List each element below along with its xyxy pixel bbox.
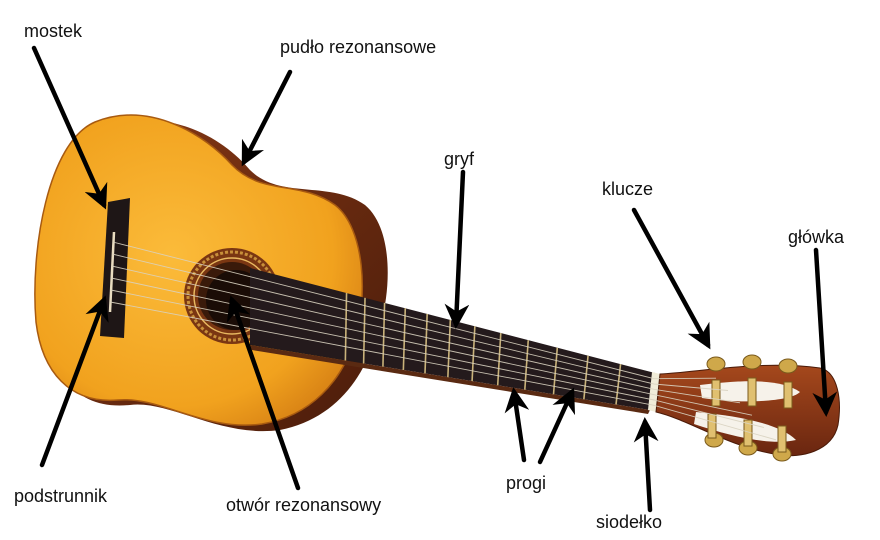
arrow-body xyxy=(244,72,290,162)
label-tuners: klucze xyxy=(602,180,653,198)
arrow-tuners xyxy=(634,210,708,345)
label-frets: progi xyxy=(506,474,546,492)
label-saddle: podstrunnik xyxy=(14,487,107,505)
label-bridge: mostek xyxy=(24,22,82,40)
label-soundhole: otwór rezonansowy xyxy=(226,496,381,514)
label-neck: gryf xyxy=(444,150,474,168)
arrow-frets-2 xyxy=(540,392,572,462)
label-nut: siodełko xyxy=(596,513,662,531)
arrow-neck xyxy=(456,172,463,324)
arrow-frets-1 xyxy=(514,392,524,460)
label-headstock: główka xyxy=(788,228,844,246)
arrow-nut xyxy=(645,422,650,510)
label-body: pudło rezonansowe xyxy=(280,38,436,56)
